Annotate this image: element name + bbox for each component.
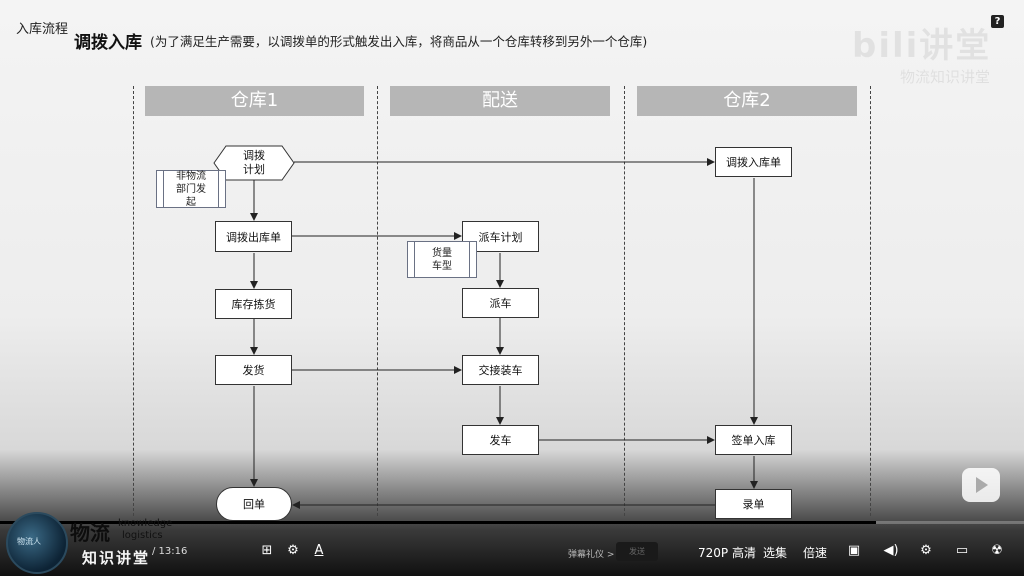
node-transfer-plan: 调拨 计划 [243, 149, 265, 176]
avatar-text: 物流人 [17, 537, 41, 546]
node-cargo-vehicle-type: 货量 车型 [407, 241, 477, 278]
brand-english-1: knowledge [118, 518, 173, 529]
help-icon[interactable]: ? [991, 15, 1004, 28]
breadcrumb: 入库流程 [16, 22, 69, 37]
volume-icon[interactable]: ◀) [883, 543, 899, 558]
progress-fill [0, 521, 876, 524]
node-record-entry: 录单 [715, 489, 792, 519]
quality-button[interactable]: 720P 高清 [698, 546, 756, 560]
node-dispatch-vehicle: 派车 [462, 288, 539, 318]
node-sign-in-stock: 签单入库 [715, 425, 792, 455]
brand-english-2: logistics [122, 530, 163, 541]
node-handover-loading: 交接装车 [462, 355, 539, 385]
lane-divider [624, 86, 625, 516]
tv-icon[interactable] [962, 468, 1000, 502]
episodes-button[interactable]: 选集 [763, 546, 788, 560]
danmaku-send-button[interactable]: 发送 [616, 542, 658, 561]
speed-button[interactable]: 倍速 [803, 546, 828, 560]
slide-title: 调拨入库 [74, 33, 142, 53]
lane-header-warehouse-1: 仓库1 [145, 86, 364, 116]
node-transfer-out-order: 调拨出库单 [215, 221, 292, 252]
danmaku-style-icon[interactable]: A [314, 543, 324, 558]
brand-subtitle: 知识讲堂 [82, 549, 151, 567]
node-receipt-return: 回单 [216, 487, 292, 521]
lane-divider [377, 86, 378, 516]
subtitle-icon[interactable]: ▣ [847, 543, 861, 558]
plan-hexagon [213, 145, 295, 181]
node-transfer-in-order: 调拨入库单 [715, 147, 792, 177]
slide-subtitle: (为了满足生产需要，以调拨单的形式触发出入库，将商品从一个仓库转移到另外一个仓库… [150, 34, 648, 49]
time-display: / 13:16 [152, 546, 188, 557]
danmaku-toggle-icon[interactable]: ⊞ [261, 543, 273, 558]
lane-divider [133, 86, 134, 516]
danmaku-settings-icon[interactable]: ⚙ [287, 543, 299, 558]
fullscreen-icon[interactable]: ☢ [991, 543, 1003, 558]
picture-in-picture-icon[interactable]: ▭ [955, 543, 969, 558]
node-stock-picking: 库存拣货 [215, 289, 292, 319]
node-depart: 发车 [462, 425, 539, 455]
channel-avatar[interactable] [6, 512, 68, 574]
watermark-subtitle: 物流知识讲堂 [900, 68, 991, 86]
node-non-logistics-dept: 非物流 部门发 起 [156, 170, 226, 208]
lane-divider [870, 86, 871, 516]
lane-header-warehouse-2: 仓库2 [637, 86, 857, 116]
brand-title: 物流 [70, 521, 110, 545]
settings-gear-icon[interactable]: ⚙ [920, 543, 932, 558]
node-shipping: 发货 [215, 355, 292, 385]
danmaku-etiquette-link[interactable]: 弹幕礼仪 > [568, 550, 615, 560]
lane-header-delivery: 配送 [390, 86, 610, 116]
watermark-logo: bili讲堂 [852, 26, 992, 66]
